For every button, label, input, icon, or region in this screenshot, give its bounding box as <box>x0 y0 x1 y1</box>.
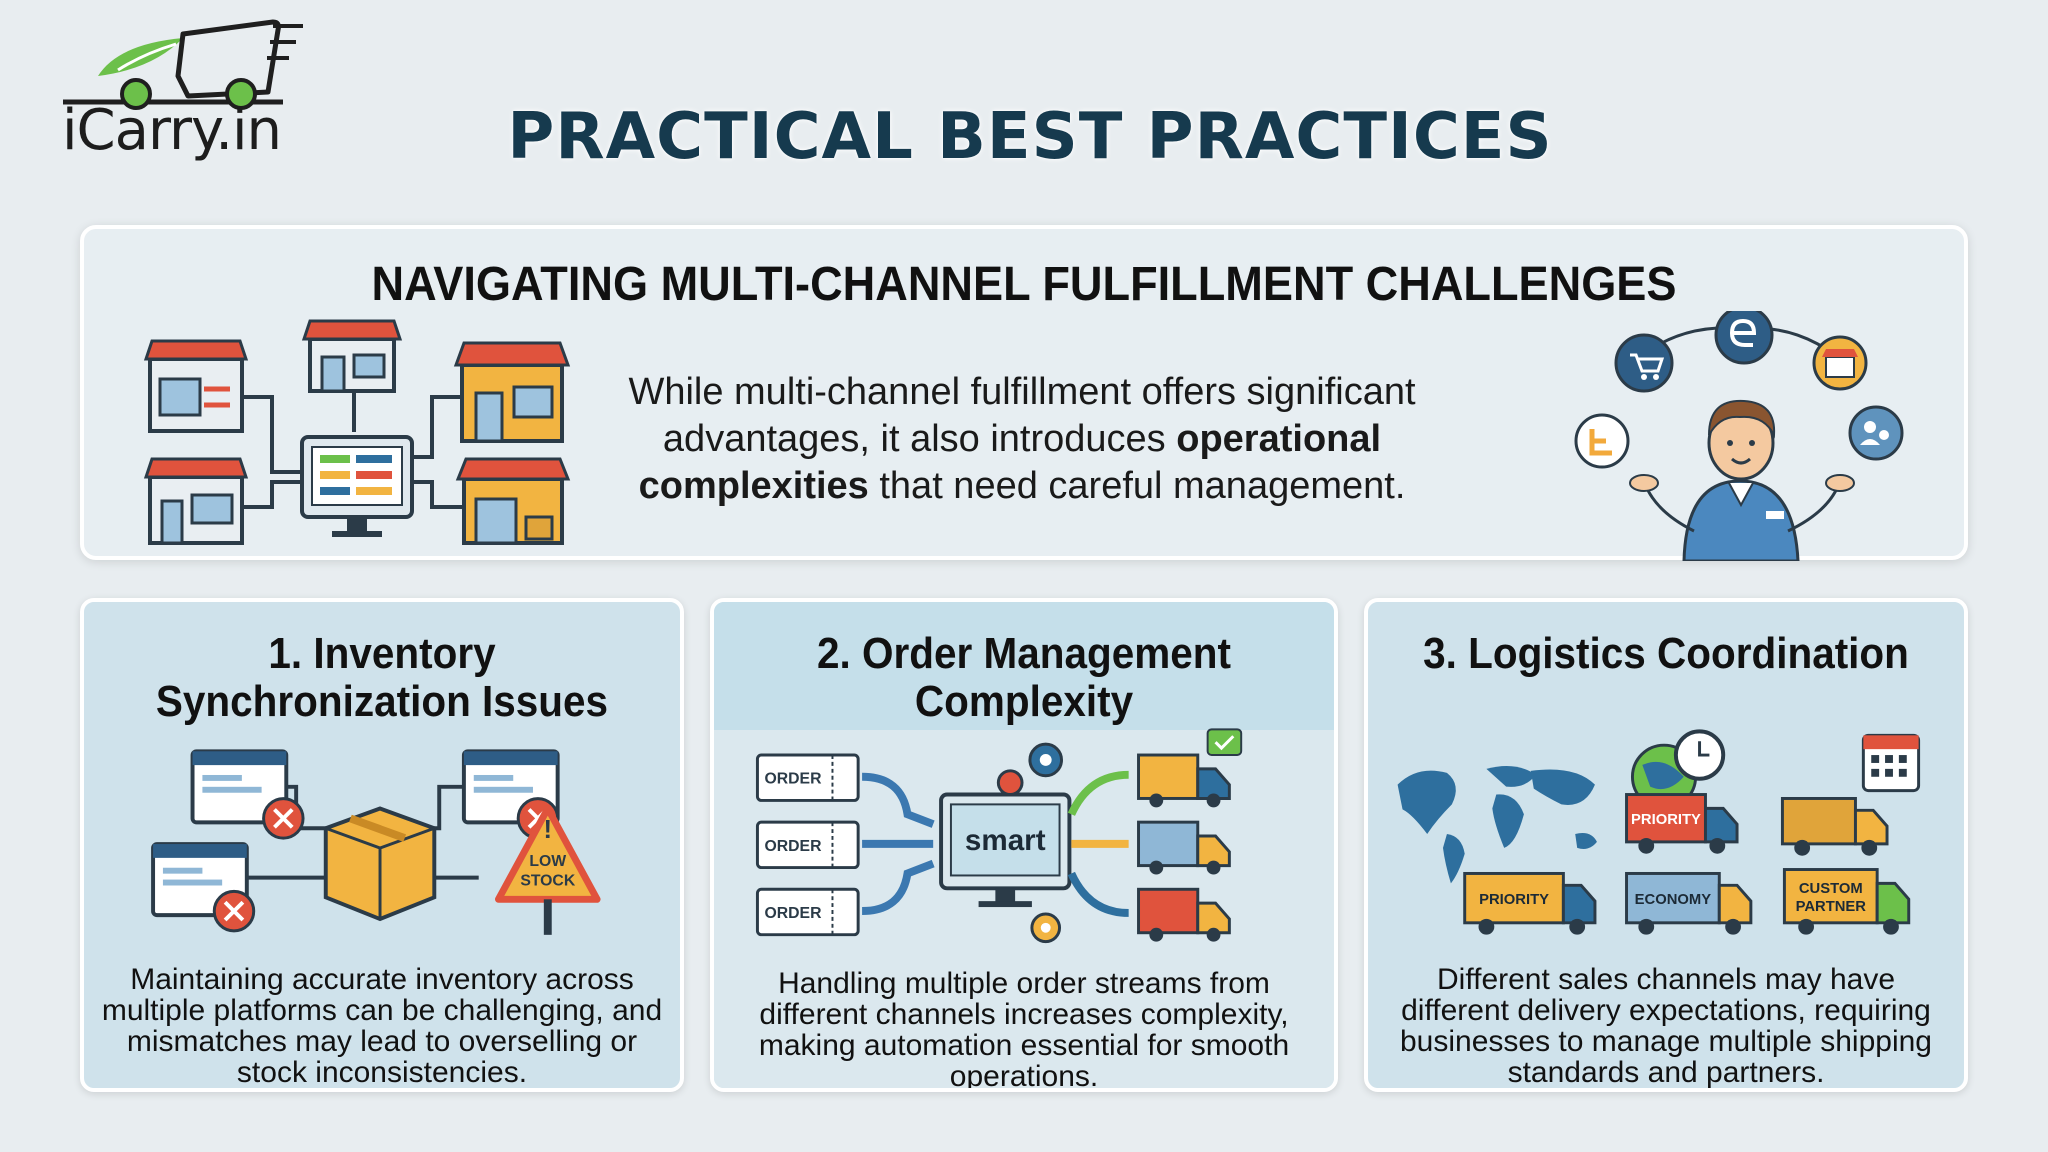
delivery-truck-icon: PRIORITY <box>1463 871 1597 935</box>
marketplace-icon <box>1574 413 1630 469</box>
order-label: ORDER <box>764 905 822 922</box>
svg-text:!: ! <box>544 816 553 844</box>
sign-label: LOW <box>529 853 566 870</box>
gear-icon <box>1030 912 1062 944</box>
delivery-truck-icon <box>1780 796 1889 856</box>
clock-icon <box>1673 729 1726 781</box>
shopping-cart-icon <box>1614 333 1674 393</box>
low-stock-warning-icon: ! LOW STOCK <box>494 805 601 935</box>
order-ticket-icon: ORDER <box>755 887 860 937</box>
order-routing-illustration: ORDER ORDER ORDER smart <box>755 728 1243 944</box>
delivery-truck-icon: CUSTOM PARTNER <box>1782 868 1911 935</box>
card-title: 1. Inventory Synchronization Issues <box>155 629 609 726</box>
card-title: 3. Logistics Coordination <box>1423 629 1909 678</box>
delivery-truck-icon <box>1137 753 1231 808</box>
order-ticket-icon: ORDER <box>755 820 860 870</box>
intro-card: NAVIGATING MULTI-CHANNEL FULFILLMENT CHA… <box>80 225 1968 561</box>
truck-label: CUSTOM <box>1799 881 1863 897</box>
logistics-illustration: PRIORITY PRIORITY ECONOMY CUSTOM PARTNER <box>1397 729 1921 935</box>
delivery-truck-icon <box>1137 820 1231 875</box>
order-label: ORDER <box>764 838 822 855</box>
person-icon <box>1629 399 1855 561</box>
calendar-icon <box>1861 733 1921 793</box>
card-body: Different sales channels may have differ… <box>1400 963 1932 1089</box>
gear-icon <box>996 769 1024 796</box>
order-label: ORDER <box>764 771 822 788</box>
sign-label: STOCK <box>520 872 576 889</box>
intro-heading: NAVIGATING MULTI-CHANNEL FULFILLMENT CHA… <box>371 258 1677 311</box>
error-x-icon <box>212 889 256 933</box>
truck-label: PRIORITY <box>1479 892 1549 908</box>
store-icon <box>301 319 403 393</box>
truck-label: PARTNER <box>1796 899 1867 915</box>
inventory-sync-card: 1. Inventory Synchronization Issues <box>80 598 684 1092</box>
intro-text-part: that need careful management. <box>868 465 1406 507</box>
truck-label: ECONOMY <box>1635 892 1712 908</box>
computer-monitor-icon <box>300 435 414 537</box>
connected-stores-illustration <box>143 319 571 545</box>
delivery-truck-logo-icon <box>63 19 303 110</box>
card-title-band <box>714 602 1334 730</box>
delivery-truck-icon: PRIORITY <box>1625 793 1739 854</box>
screen-label: smart <box>965 824 1046 857</box>
store-icon <box>455 457 571 545</box>
check-badge-icon <box>1206 728 1243 757</box>
user-group-icon <box>1848 405 1904 461</box>
intro-text-bold: operational complexities <box>638 418 1382 507</box>
brand-logo <box>58 14 308 174</box>
store-badge-icon <box>1812 335 1868 391</box>
card-body: Handling multiple order streams from dif… <box>758 967 1290 1092</box>
logistics-coordination-card: 3. Logistics Coordination PRIORITY <box>1364 598 1968 1092</box>
intro-text: While multi-channel fulfillment offers s… <box>612 369 1432 510</box>
order-management-card: 2. Order Management Complexity ORDER ORD… <box>710 598 1338 1092</box>
ecommerce-icon <box>1714 311 1774 365</box>
truck-label: PRIORITY <box>1631 812 1701 828</box>
browser-window-icon <box>190 749 289 825</box>
error-x-icon <box>262 797 305 840</box>
intro-text-part: While multi-channel fulfillment offers s… <box>628 371 1416 460</box>
logo-text: iCarry.in <box>62 98 282 163</box>
package-box-icon <box>323 806 437 922</box>
gear-icon <box>1028 742 1063 778</box>
order-ticket-icon: ORDER <box>755 753 860 802</box>
world-map-icon <box>1397 766 1597 884</box>
juggling-channels-person-illustration <box>1574 311 1904 561</box>
card-body: Maintaining accurate inventory across mu… <box>101 963 663 1089</box>
card-title: 2. Order Management Complexity <box>817 629 1231 726</box>
store-icon <box>143 457 249 545</box>
store-icon <box>453 341 571 443</box>
smart-computer-icon: smart <box>939 792 1072 908</box>
delivery-truck-icon <box>1137 887 1231 942</box>
inventory-sync-illustration: ! LOW STOCK <box>151 749 601 935</box>
store-icon <box>143 339 249 433</box>
delivery-truck-icon: ECONOMY <box>1625 871 1753 935</box>
page-title: PRACTICAL BEST PRACTICES <box>507 100 1553 174</box>
